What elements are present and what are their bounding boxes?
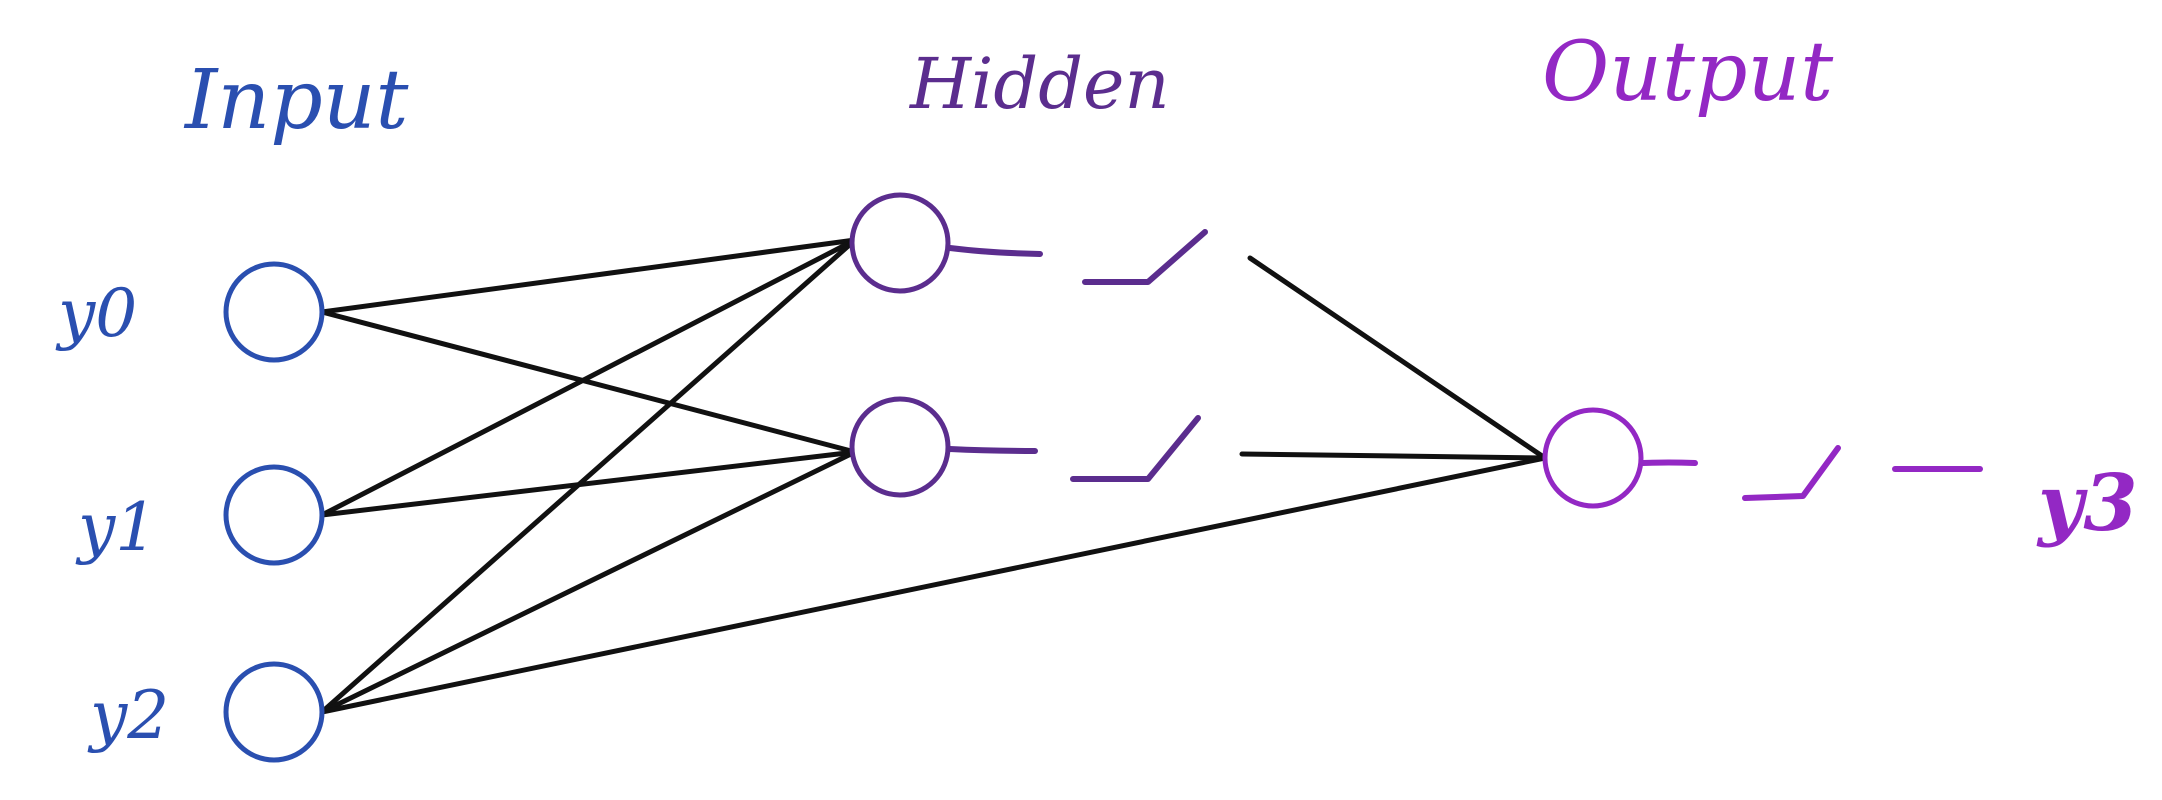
- edge-y1-h0: [319, 237, 858, 518]
- input-node-y2: [223, 661, 325, 763]
- input-node-y0: [223, 261, 325, 363]
- input-node-y1: [223, 464, 325, 566]
- output-layer: [1542, 407, 1644, 509]
- edges-input-to-hidden: [319, 237, 1548, 715]
- hidden-node-0: [849, 192, 951, 294]
- output-node: [1542, 407, 1644, 509]
- output-label-y3: y3: [2036, 458, 2138, 549]
- input-layer-title: Input: [183, 53, 410, 148]
- relu-activation-h0: [947, 229, 1208, 285]
- output-layer-title: Output: [1542, 25, 1834, 120]
- input-label-y0: y0: [55, 275, 137, 352]
- input-label-y2: y2: [87, 677, 169, 754]
- edge-y0-h1: [319, 309, 858, 455]
- edge-h0-out: [1247, 255, 1548, 461]
- edge-y2-h0: [319, 237, 858, 715]
- hidden-layer-title: Hidden: [908, 43, 1170, 125]
- edge-y0-h0: [319, 237, 858, 315]
- input-label-y1: y1: [75, 489, 157, 566]
- hidden-layer: [849, 192, 951, 498]
- input-labels: y0 y1 y2: [55, 275, 169, 754]
- edge-y2-out: [319, 455, 1548, 715]
- edge-y1-h1: [319, 449, 858, 518]
- edge-y2-h1: [319, 449, 858, 715]
- hidden-node-1: [849, 396, 951, 498]
- input-layer: [223, 261, 325, 763]
- relu-activation-h1: [947, 415, 1201, 482]
- edge-h1-out: [1239, 451, 1548, 461]
- relu-activation-output: [1640, 445, 1983, 501]
- edges-hidden-to-output: [1239, 255, 1548, 461]
